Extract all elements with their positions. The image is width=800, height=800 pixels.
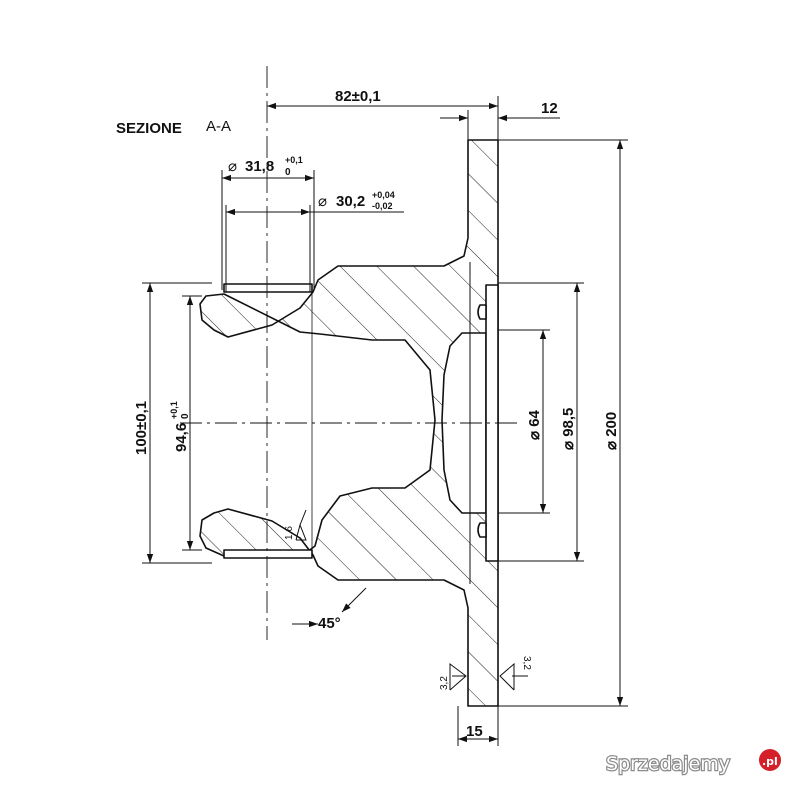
watermark: Sprzedajemy .pl bbox=[605, 749, 781, 776]
roughness-symbol-1 bbox=[295, 509, 307, 541]
diameter-symbol: ⌀ bbox=[228, 158, 237, 175]
dim-flange: ⌀ 200 bbox=[603, 412, 620, 450]
groove-bottom bbox=[223, 549, 313, 559]
dim-length: 82±0,1 bbox=[335, 88, 381, 105]
bolt-bump-bottom bbox=[477, 522, 487, 538]
hatched-body bbox=[199, 139, 499, 707]
dim-base: 15 bbox=[466, 723, 483, 740]
dimension-lines bbox=[142, 96, 628, 746]
dim-bore-outer-value: 31,8 bbox=[245, 158, 274, 175]
dim-bore-inner-upper: +0,04 bbox=[372, 190, 395, 200]
dim-bore-inner: ⌀ 30,2 +0,04 -0,02 bbox=[318, 190, 395, 211]
groove-top bbox=[223, 283, 313, 293]
dim-bore-outer: ⌀ 31,8 +0,1 0 bbox=[228, 155, 303, 178]
dim-bore-outer-lower: 0 bbox=[285, 167, 291, 178]
watermark-text: Sprzedajemy bbox=[606, 753, 730, 775]
dim-flange-thickness: 12 bbox=[541, 100, 558, 117]
diameter-symbol: ⌀ bbox=[318, 193, 327, 210]
dim-bore-outer-upper: +0,1 bbox=[285, 155, 303, 165]
dim-bore-inner-value: 30,2 bbox=[336, 193, 365, 210]
center-lines bbox=[180, 66, 520, 640]
roughness-symbol-2 bbox=[449, 663, 467, 691]
dim-chamfer: 45° bbox=[318, 615, 341, 632]
dim-pilot: ⌀ 64 bbox=[526, 409, 543, 440]
roughness-symbols bbox=[295, 509, 528, 691]
dim-lug-inner-value: 94,6 bbox=[173, 423, 190, 452]
dim-lug-inner: 94,6 +0,1 0 bbox=[169, 401, 191, 452]
dim-bolt-circle: ⌀ 98,5 bbox=[560, 408, 577, 450]
watermark-badge bbox=[759, 749, 781, 771]
roughness-symbol-3 bbox=[499, 662, 528, 691]
roughness-value-1: 1,6 bbox=[284, 526, 295, 540]
dim-bore-inner-lower: -0,02 bbox=[372, 201, 393, 211]
dim-lug-height: 100±0,1 bbox=[133, 401, 150, 455]
bolt-bump-top bbox=[477, 304, 487, 320]
watermark-suffix: .pl bbox=[762, 755, 778, 768]
dim-lug-inner-lower: 0 bbox=[180, 413, 191, 419]
roughness-value-2: 3,2 bbox=[439, 676, 450, 690]
roughness-value-3: 3,2 bbox=[521, 656, 532, 670]
section-name: A-A bbox=[206, 118, 231, 135]
section-outline bbox=[199, 139, 499, 707]
section-prefix: SEZIONE bbox=[116, 120, 182, 137]
dim-lug-inner-upper: +0,1 bbox=[169, 401, 179, 419]
